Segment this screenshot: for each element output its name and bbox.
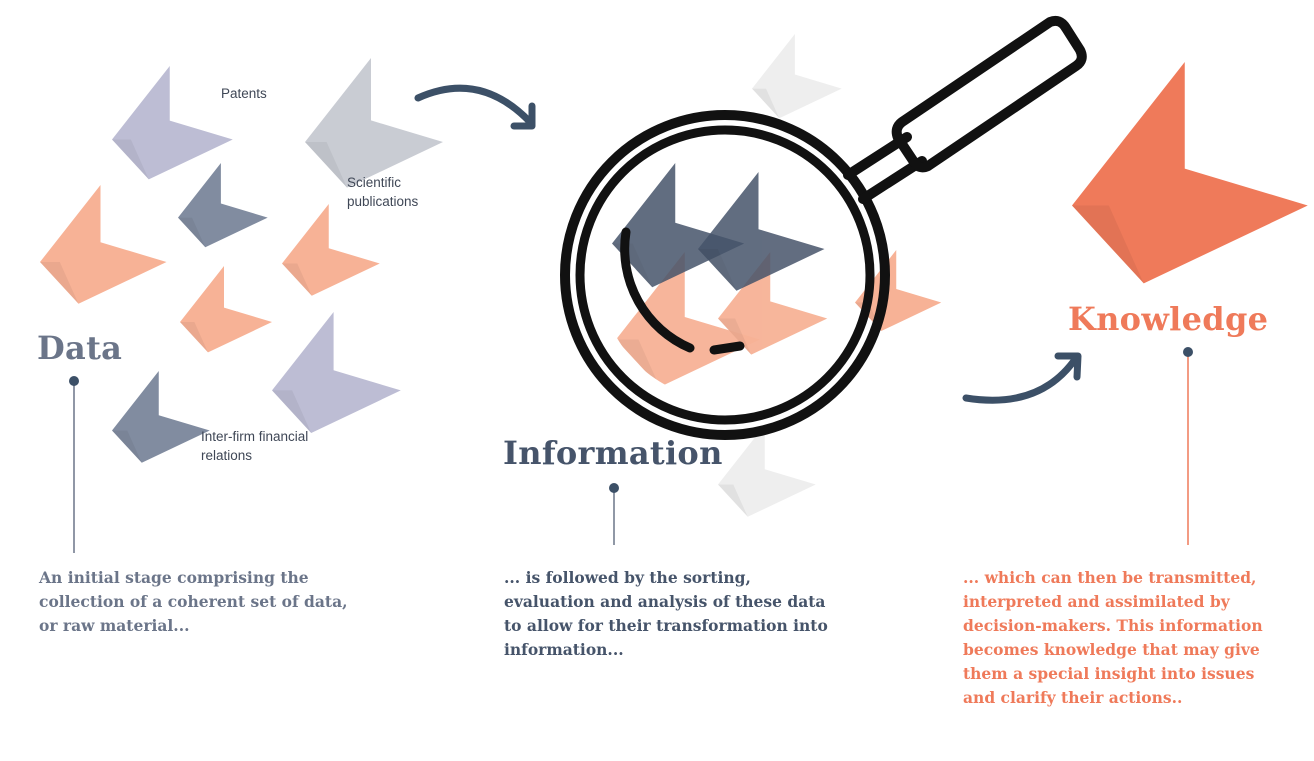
information-description: ... is followed by the sorting, evaluati… xyxy=(504,568,828,659)
curved-arrow-icon xyxy=(962,352,1082,404)
chevron-shape xyxy=(178,163,268,248)
magnified-chevrons xyxy=(612,163,828,387)
chevron-shape xyxy=(698,172,825,291)
chevron-shape xyxy=(282,204,380,296)
data-title: Data xyxy=(37,329,123,367)
chevron-shape xyxy=(112,66,233,180)
chevron-shape xyxy=(752,34,842,119)
inter-firm-relations-label: Inter-firm financial relations xyxy=(201,429,309,463)
chevron-shape xyxy=(718,252,828,355)
chevron-shape xyxy=(305,58,443,188)
data-description: An initial stage comprising the collecti… xyxy=(39,568,348,635)
knowledge-description: ... which can then be transmitted, inter… xyxy=(963,568,1263,707)
chevron-shape xyxy=(180,266,272,353)
chevron-shape xyxy=(40,185,167,304)
scientific-publications-label: Scientific publications xyxy=(347,175,419,209)
connector-dot-knowledge xyxy=(1183,347,1193,357)
magnifying-glass-icon xyxy=(560,15,1087,440)
chevron-shape xyxy=(112,371,210,463)
chevron-shape xyxy=(272,312,401,433)
connector-dot-data xyxy=(69,376,79,386)
chevron-shape xyxy=(1072,62,1308,284)
knowledge-title: Knowledge xyxy=(1068,300,1269,338)
patents-label: Patents xyxy=(221,86,267,101)
information-title: Information xyxy=(503,434,723,472)
chevron-cluster xyxy=(40,34,1308,517)
connector-dot-information xyxy=(609,483,619,493)
curved-arrow-icon xyxy=(414,84,536,130)
